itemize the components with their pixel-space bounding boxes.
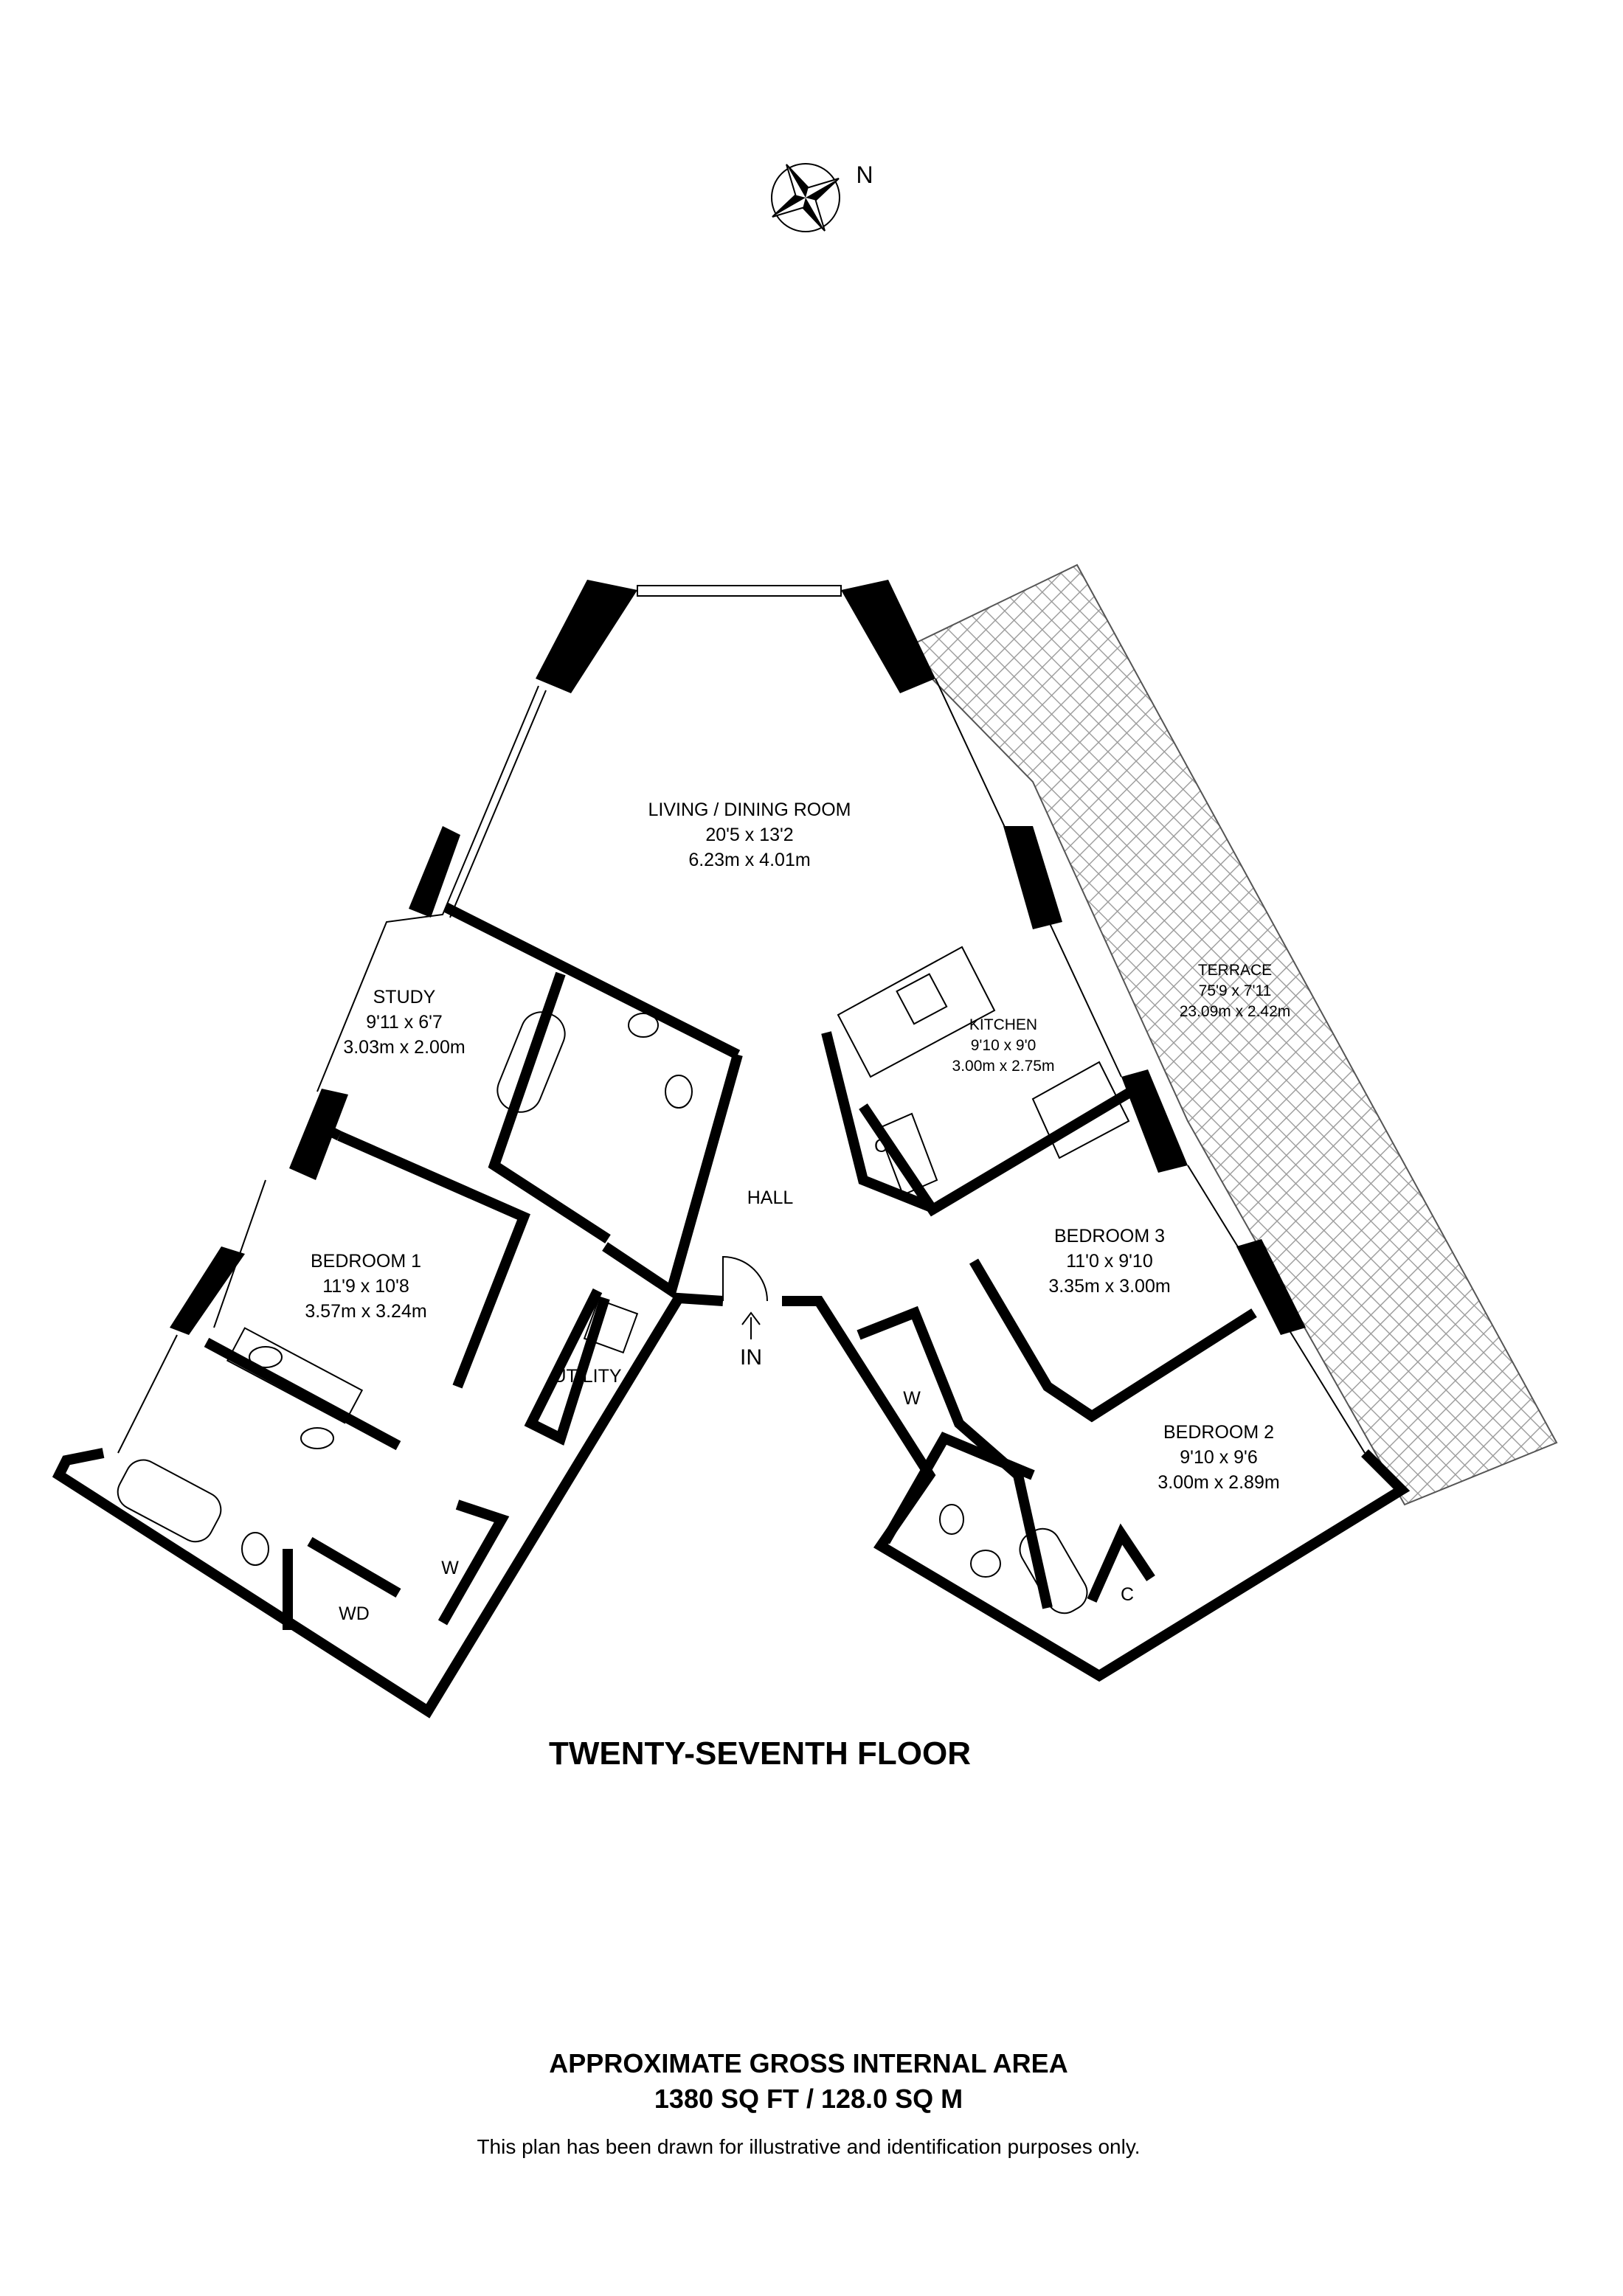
entrance-label: IN xyxy=(740,1345,762,1370)
hall-label: HALL xyxy=(747,1187,794,1208)
wd-label: WD xyxy=(339,1603,370,1624)
area-value: 1380 SQ FT / 128.0 SQ M xyxy=(654,2084,963,2114)
terrace-area xyxy=(902,563,1558,1506)
room-dim-metric: 6.23m x 4.01m xyxy=(688,850,810,870)
room-dim-metric: 3.00m x 2.89m xyxy=(1157,1472,1279,1493)
room-dim-imperial: 20'5 x 13'2 xyxy=(705,825,793,845)
room-living: LIVING / DINING ROOM 20'5 x 13'2 6.23m x… xyxy=(648,800,851,870)
room-bedroom2: BEDROOM 2 9'10 x 9'6 3.00m x 2.89m xyxy=(1157,1422,1279,1493)
wardrobe-label: W xyxy=(441,1558,459,1578)
room-dim-metric: 3.57m x 3.24m xyxy=(305,1301,426,1322)
compass-rose-icon xyxy=(771,163,840,232)
kitchen-fittings xyxy=(837,946,1130,1196)
floor-title: TWENTY-SEVENTH FLOOR xyxy=(549,1735,971,1772)
room-dim-imperial: 11'0 x 9'10 xyxy=(1066,1251,1153,1272)
area-heading: APPROXIMATE GROSS INTERNAL AREA xyxy=(549,2048,1067,2078)
room-name: BEDROOM 1 xyxy=(311,1251,421,1272)
exterior-walls xyxy=(52,580,1411,1718)
wardrobe-label: W xyxy=(903,1388,921,1409)
room-name: BEDROOM 2 xyxy=(1163,1422,1274,1443)
room-bedroom3: BEDROOM 3 11'0 x 9'10 3.35m x 3.00m xyxy=(1048,1226,1170,1297)
room-name: KITCHEN xyxy=(969,1016,1037,1033)
room-name: STUDY xyxy=(373,987,436,1007)
entrance-arrow-icon xyxy=(741,1311,761,1339)
room-bedroom1: BEDROOM 1 11'9 x 10'8 3.57m x 3.24m xyxy=(305,1251,426,1322)
room-dim-imperial: 9'10 x 9'0 xyxy=(971,1037,1037,1054)
entrance-door[interactable] xyxy=(722,1255,768,1302)
room-name: LIVING / DINING ROOM xyxy=(648,800,851,820)
room-study: STUDY 9'11 x 6'7 3.03m x 2.00m xyxy=(343,987,465,1058)
bathroom-fittings xyxy=(117,1011,1088,1615)
room-dim-metric: 3.03m x 2.00m xyxy=(343,1037,465,1058)
room-name: TERRACE xyxy=(1198,962,1272,979)
room-dim-metric: 23.09m x 2.42m xyxy=(1180,1003,1291,1020)
interior-walls xyxy=(204,902,1257,1630)
cupboard-label: C xyxy=(1121,1584,1134,1605)
room-dim-imperial: 11'9 x 10'8 xyxy=(322,1276,409,1297)
room-terrace: TERRACE 75'9 x 7'11 23.09m x 2.42m xyxy=(1180,962,1291,1020)
room-dim-imperial: 9'10 x 9'6 xyxy=(1180,1447,1257,1468)
room-dim-imperial: 9'11 x 6'7 xyxy=(366,1012,443,1033)
room-kitchen: KITCHEN 9'10 x 9'0 3.00m x 2.75m xyxy=(952,1016,1055,1075)
room-dim-metric: 3.00m x 2.75m xyxy=(952,1058,1055,1075)
utility-label: UTILITY xyxy=(553,1366,621,1387)
room-dim-imperial: 75'9 x 7'11 xyxy=(1199,982,1272,999)
compass-north-label: N xyxy=(856,162,873,188)
cupboard-label: C xyxy=(874,1136,887,1156)
room-dim-metric: 3.35m x 3.00m xyxy=(1048,1276,1170,1297)
disclaimer: This plan has been drawn for illustrativ… xyxy=(477,2135,1140,2158)
room-name: BEDROOM 3 xyxy=(1054,1226,1165,1246)
